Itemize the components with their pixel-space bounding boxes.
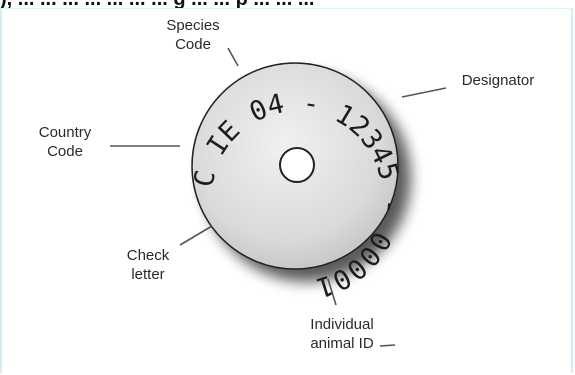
label-species-code: Species Code: [158, 16, 228, 54]
label-country-code: Country Code: [30, 123, 100, 161]
designator-leader: [402, 88, 446, 97]
label-designator: Designator: [448, 71, 548, 90]
label-country-code-line2: Code: [30, 142, 100, 161]
label-check-letter-line1: Check: [113, 246, 183, 265]
tag-center-hole: [280, 148, 314, 182]
label-check-letter-line2: letter: [113, 265, 183, 284]
label-check-letter: Check letter: [113, 246, 183, 284]
label-species-code-line1: Species: [158, 16, 228, 35]
label-individual-animal-id: Individual animal ID: [297, 315, 387, 353]
label-species-code-line2: Code: [158, 35, 228, 54]
label-individual-id-line1: Individual: [297, 315, 387, 334]
check-letter-leader: [180, 226, 212, 245]
label-individual-id-line2: animal ID: [297, 334, 387, 353]
species-code-leader: [228, 48, 238, 66]
label-country-code-line1: Country: [30, 123, 100, 142]
label-designator-line1: Designator: [448, 71, 548, 90]
